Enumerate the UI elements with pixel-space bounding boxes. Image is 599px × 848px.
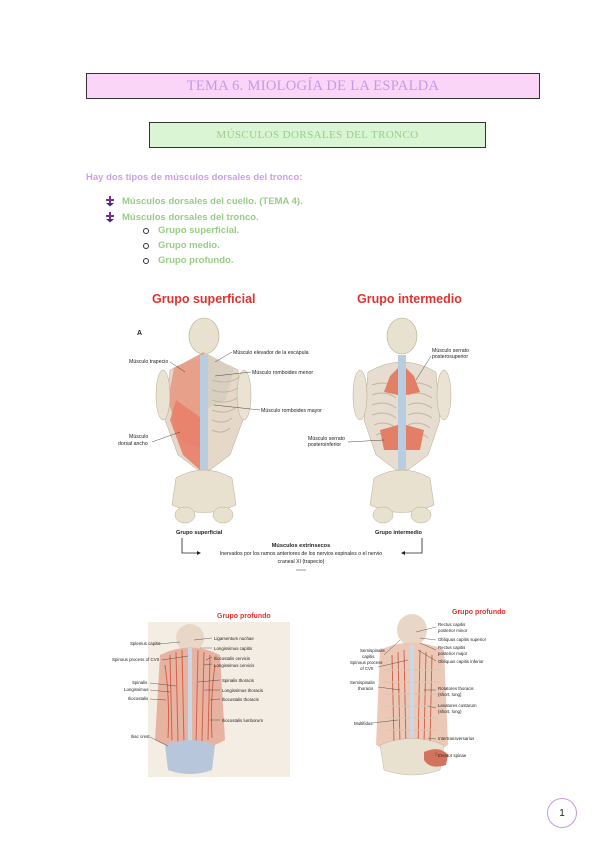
circle-bullet-icon [143,257,149,264]
label-deep-right-r2: posterior minor [438,628,468,633]
caption-intermediate: Grupo intermedio [375,530,423,536]
label-serrato-sup-2: posterosuperior [432,354,468,360]
subitem-text: Grupo superficial. [158,225,240,236]
intro-text: Hay dos tipos de músculos dorsales del t… [86,172,303,183]
subtitle-banner: MÚSCULOS DORSALES DEL TRONCO [149,122,486,148]
label-deep-left-r1: Ligamentum nuchae [214,636,254,641]
bracket-line-1: Inervados por los ramos anteriores de lo… [220,551,382,557]
label-deep-right-l3: Spinous process [350,660,383,665]
subitem-text: Grupo profundo. [158,255,234,266]
deep-back-left [148,622,290,777]
page-number: 1 [547,798,577,828]
label-trapecio: Músculo trapecio [129,359,168,365]
skeleton-superficial [155,317,252,524]
label-deep-left-r4: Longissimus cervicis [214,663,255,668]
figure-heading-deep-left: Grupo profundo [217,613,271,620]
list-item: Grupo superficial. [143,223,239,238]
label-deep-left-r3: Iliocostalis cervicis [214,656,251,661]
skeleton-intermediate [352,317,452,524]
label-dorsal-ancho-2: dorsal ancho [118,441,148,447]
label-deep-right-r11: Intertransversarius [438,736,475,741]
label-deep-right-r5: posterior major [438,651,468,656]
label-deep-left-2: Spinous process of CVII [112,657,159,662]
bracket-line-2: craneal XI (trapecio) [278,559,325,565]
bracket-title: Músculos extrínsecos [272,543,330,549]
arrow-bullet-icon [104,195,116,207]
label-deep-right-l5: Semispinalis [350,680,375,685]
label-deep-right-l7: Multifidus [354,721,373,726]
label-deep-left-5: Iliocostalis [128,696,149,701]
label-deep-left-3: Spinalis [132,680,148,685]
label-deep-left-r6: Longissimus thoracis [222,688,264,693]
label-deep-left-r8: Iliocostalis lumborum [222,718,263,723]
label-deep-left-6: Iliac crest [131,734,150,739]
list-item: Músculos dorsales del cuello. (TEMA 4). [104,193,303,209]
caption-superficial: Grupo superficial [176,530,223,536]
subitem-list: Grupo superficial. Grupo medio. Grupo pr… [143,223,239,268]
title-banner: TEMA 6. MIOLOGÍA DE LA ESPALDA [86,73,540,99]
label-deep-left-1: Splenius capitis [130,641,161,646]
label-deep-left-r7: Iliocostalis thoracis [222,697,260,702]
page-title: TEMA 6. MIOLOGÍA DE LA ESPALDA [186,77,440,94]
arrow-bullet-icon [104,211,116,223]
bullet-text: Músculos dorsales del cuello. (TEMA 4). [122,195,303,207]
label-serrato-inf-1: Músculo serrato [308,436,345,442]
list-item: Grupo profundo. [143,253,239,268]
figure-heading-deep-right: Grupo profundo [452,609,506,616]
bullet-text: Músculos dorsales del tronco. [122,211,259,223]
label-deep-right-r12: Erector spinae [438,753,467,758]
label-deep-right-r6: Obliquus capitis inferior [438,659,484,664]
label-deep-right-l1: Semispinalis [360,648,385,653]
label-deep-right-r4: Rectus capitis [438,645,466,650]
label-serrato-inf-2: posteroinferior [308,442,341,448]
label-dorsal-ancho-1: Músculo [129,434,148,440]
list-item: Músculos dorsales del tronco. [104,209,303,225]
label-deep-right-r3: Obliquus capitis superior [438,637,487,642]
circle-bullet-icon [143,227,149,234]
section-subtitle: MÚSCULOS DORSALES DEL TRONCO [216,129,419,141]
label-romboides-mayor: Músculo romboides mayor [261,408,322,414]
label-deep-right-l6: thoracis [358,686,374,691]
label-deep-right-r8: (short, long) [438,692,462,697]
label-elevador: Músculo elevador de la escápula [233,350,309,356]
label-deep-right-r1: Rectus capitis [438,622,466,627]
label-deep-left-r2: Longissimus capitis [214,646,253,651]
label-deep-left-4: Longissimus [124,687,149,692]
label-deep-right-r7: Rotatores thoracis [438,686,474,691]
deep-back-right [376,614,448,776]
label-deep-right-r10: (short, long) [438,709,462,714]
bullet-list: Músculos dorsales del cuello. (TEMA 4). … [104,193,303,225]
list-item: Grupo medio. [143,238,239,253]
panel-letter: A [137,330,142,337]
label-deep-right-r9: Levatores costarum [438,703,477,708]
subitem-text: Grupo medio. [158,240,220,251]
circle-bullet-icon [143,242,149,249]
label-deep-right-l4: of CVII [360,666,373,671]
figure-heading-superficial: Grupo superficial [152,292,256,306]
figure-heading-intermediate: Grupo intermedio [357,292,462,306]
label-deep-left-r5: Spinalis thoracis [222,678,255,683]
label-serrato-sup-1: Músculo serrato [432,348,469,354]
label-deep-right-l2: capitis [362,654,375,659]
label-romboides-menor: Músculo romboides menor [252,370,313,376]
